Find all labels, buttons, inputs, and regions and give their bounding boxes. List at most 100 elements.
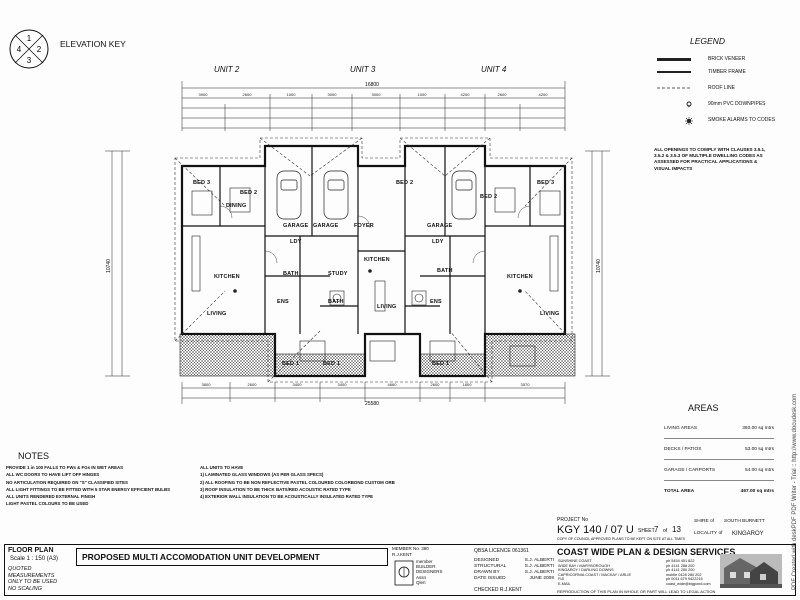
elevation-key-title: ELEVATION KEY — [60, 39, 126, 49]
scale-label: Scale 1 : 150 (A3) — [10, 556, 59, 562]
legend-item: BRICK VENEER — [708, 56, 746, 62]
quoted-note: QUOTED MEASUREMENTS ONLY TO BE USED NO S… — [8, 566, 58, 592]
smoke-alarm-icon — [685, 117, 693, 125]
dimension-label: 10740 — [596, 259, 602, 273]
room-label: LIVING — [540, 311, 560, 317]
room-label: BED 1 — [282, 361, 300, 367]
room-label: BED 2 — [396, 180, 414, 186]
elevation-key-number: 3 — [27, 56, 32, 65]
room-label: BED 3 — [537, 180, 555, 186]
downpipe-icon — [686, 101, 692, 107]
areas-title: AREAS — [688, 403, 719, 413]
dimension-label: 16800 — [365, 82, 379, 88]
dimension-label: 2600 — [248, 382, 258, 387]
dimension-label: 3000 — [372, 92, 382, 97]
room-label: BATH — [283, 271, 299, 277]
checked-by: CHECKED R.J.KENT — [474, 587, 523, 593]
room-label: GARAGE — [313, 223, 339, 229]
dimension-label: 1800 — [463, 382, 473, 387]
room-label: BED 1 — [432, 361, 450, 367]
sheet-label: SHEET — [638, 528, 655, 534]
room-label: KITCHEN — [214, 274, 240, 280]
watermark-text: PDF Created with deskPDF PDF Writer - Tr… — [792, 393, 798, 590]
room-label: ENS — [277, 299, 289, 305]
unit-label: UNIT 3 — [350, 65, 376, 74]
member-number: MEMBER No. 380 — [392, 546, 429, 551]
room-label: BED 2 — [240, 190, 258, 196]
project-title-box — [76, 548, 388, 566]
company-offices: SUNSHINE COAST WIDE BAY / MARYBOROUGH KI… — [558, 559, 632, 586]
unit-label: UNIT 2 — [214, 65, 240, 74]
shire-label: SHIRE of — [694, 519, 714, 524]
elevation-key-number: 1 — [27, 34, 32, 43]
room-label: GARAGE — [283, 223, 309, 229]
copy-note: COPY OF COUNCIL APPROVED PLANS TO BE KEP… — [557, 537, 686, 541]
openings-note: ALL OPENINGS TO COMPLY WITH CLAUSES 3.5.… — [654, 147, 766, 171]
room-label: LIVING — [207, 311, 227, 317]
legend-item: ROOF LINE — [708, 85, 735, 91]
notes-left: PROVIDE 1 in 100 FALLS TO FWs & FGs IN W… — [6, 465, 171, 507]
room-label: BED 3 — [193, 180, 211, 186]
dimension-label: 4660 — [388, 382, 398, 387]
sheet-total: 13 — [672, 525, 681, 534]
room-label: FOYER — [354, 223, 374, 229]
room-label: LDY — [432, 239, 444, 245]
elevation-key-number: 4 — [17, 45, 22, 54]
dimension-label: 2600 — [498, 92, 508, 97]
dimension-label: 3400 — [293, 382, 303, 387]
dimension-label: 1000 — [418, 92, 428, 97]
locality-label: LOCALITY of — [694, 531, 723, 536]
dimension-label: 3900 — [199, 92, 209, 97]
room-label: BATH — [328, 299, 344, 305]
room-label: GARAGE — [427, 223, 453, 229]
room-label: BATH — [437, 268, 453, 274]
dimension-label: 3570 — [521, 382, 531, 387]
project-no-label: PROJECT No — [557, 517, 589, 523]
dimension-label: 4200 — [461, 92, 471, 97]
room-label: KITCHEN — [364, 257, 390, 263]
floor-plan-label: FLOOR PLAN — [8, 547, 54, 554]
builder-designers-logo — [394, 560, 414, 586]
dimension-label: 3400 — [338, 382, 348, 387]
room-label: LIVING — [377, 304, 397, 310]
notes-title: NOTES — [18, 451, 50, 461]
legend-item: TIMBER FRAME — [708, 69, 746, 75]
svg-text:+: + — [688, 104, 691, 110]
floor-plan-drawing: 16800 3900 2600 1000 3000 3000 1000 4200… — [105, 81, 610, 406]
dimension-label: 25580 — [365, 401, 379, 406]
legend-title: LEGEND — [690, 36, 725, 46]
dimension-label: 2600 — [243, 92, 253, 97]
company-name: COAST WIDE PLAN & DESIGN SERVICES — [557, 547, 736, 557]
elevation-key-diagram: 1 2 3 4 — [9, 29, 49, 69]
member-name: R.J.KENT — [392, 552, 413, 557]
legend-item: SMOKE ALARMS TO CODES — [708, 117, 776, 123]
room-label: STUDY — [328, 271, 348, 277]
reproduction-note: REPRODUCTION OF THIS PLAN IN WHOLE OR PA… — [557, 589, 716, 594]
room-label: DINING — [226, 203, 247, 209]
elevation-key-number: 2 — [37, 45, 42, 54]
sheet-number: 7 — [654, 525, 659, 534]
dimension-label: 3800 — [202, 382, 212, 387]
dimension-label: 3000 — [328, 92, 338, 97]
room-label: BED 1 — [323, 361, 341, 367]
room-label: ENS — [430, 299, 442, 305]
notes-right: ALL UNITS TO HAVE 1) LAMINATED GLASS WIN… — [200, 465, 395, 500]
dimension-label: 10740 — [106, 259, 112, 273]
company-phones: ph 5454 451 822 ph 4141 288 200 ph 4141 … — [666, 559, 711, 586]
legend-item: 90mm PVC DOWNPIPES — [708, 101, 766, 107]
unit-label: UNIT 4 — [481, 65, 507, 74]
member-association: member BUILDER DESIGNERS Assn Qlen — [416, 559, 443, 585]
legend-symbols: + — [657, 58, 693, 125]
room-label: BED 2 — [480, 194, 498, 200]
shire-name: SOUTH BURNETT — [724, 519, 765, 524]
title-block — [4, 544, 796, 596]
dimension-label: 4200 — [539, 92, 549, 97]
project-number: KGY 140 / 07 U — [557, 524, 634, 536]
project-title: PROPOSED MULTI ACCOMODATION UNIT DEVELOP… — [82, 552, 320, 562]
